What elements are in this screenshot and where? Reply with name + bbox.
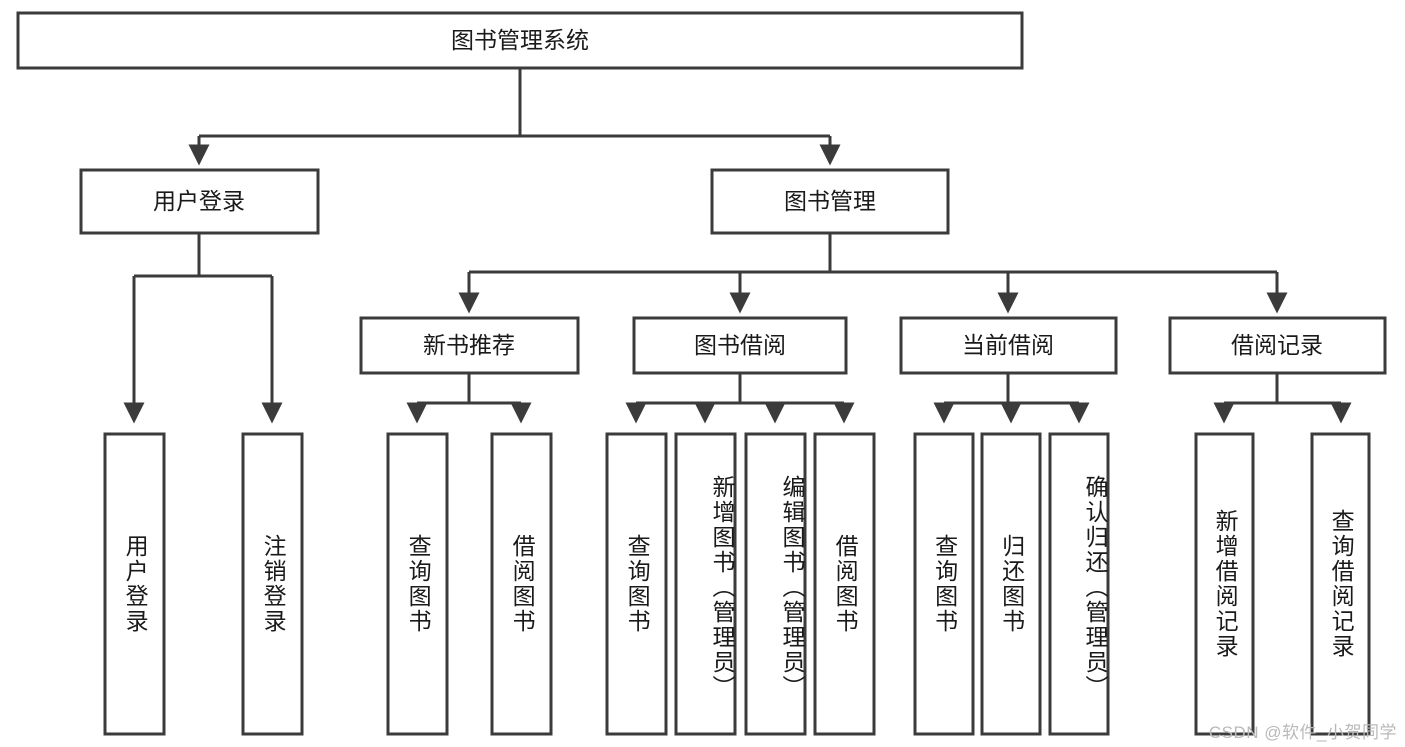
leaf-rect-record-2[interactable] <box>1310 432 1371 736</box>
leaf-label-newbook-query-book: 查询图书 <box>405 534 432 634</box>
leaf-label-current-return-book: 归还图书 <box>998 534 1025 634</box>
leaf-label-record-query-record: 查询借阅记录 <box>1328 509 1355 659</box>
node-user-login-label: 用户登录 <box>153 188 245 214</box>
node-root[interactable]: 图书管理系统 <box>16 11 1024 70</box>
leaf-rect-newbook-1[interactable] <box>386 432 449 736</box>
leaf-label-borrow-borrow-book: 借阅图书 <box>832 534 859 634</box>
node-current-borrow-label: 当前借阅 <box>962 332 1054 358</box>
leaf-label-borrow-query-book: 查询图书 <box>624 534 651 634</box>
leaf-label-record-add-record: 新增借阅记录 <box>1212 509 1239 659</box>
node-new-book-recommend-label: 新书推荐 <box>423 332 515 358</box>
leaf-rect-login-2[interactable] <box>241 432 304 736</box>
leaf-rect-login-1[interactable] <box>103 432 166 736</box>
leaf-label-newbook-borrow-book: 借阅图书 <box>509 534 536 634</box>
node-user-login[interactable]: 用户登录 <box>79 168 320 235</box>
leaf-rect-current-1[interactable] <box>913 432 975 736</box>
leaf-label-login-logout: 注销登录 <box>260 534 287 634</box>
leaf-rect-current-2[interactable] <box>980 432 1042 736</box>
leaf-rect-borrow-3[interactable] <box>744 432 807 736</box>
leaf-rect-borrow-2[interactable] <box>674 432 737 736</box>
leaf-label-current-query-book: 查询图书 <box>931 534 958 634</box>
leaf-rect-newbook-2[interactable] <box>490 432 553 736</box>
node-book-management-label: 图书管理 <box>784 188 876 214</box>
node-new-book-recommend[interactable]: 新书推荐 <box>359 316 580 375</box>
node-borrow-record-label: 借阅记录 <box>1231 332 1323 358</box>
leaf-label-login-user-login: 用户登录 <box>122 534 149 634</box>
leaf-label-borrow-add-book-admin: 新增图书（管理员） <box>709 474 735 700</box>
leaf-rect-borrow-4[interactable] <box>813 432 876 736</box>
node-root-label: 图书管理系统 <box>451 27 589 53</box>
leaf-rect-current-3[interactable] <box>1048 432 1110 736</box>
leaf-label-current-confirm-return-admin: 确认归还（管理员） <box>1082 474 1108 700</box>
node-borrow-record[interactable]: 借阅记录 <box>1168 316 1387 375</box>
node-current-borrow[interactable]: 当前借阅 <box>899 316 1118 375</box>
csdn-watermark: CSDN @软件_小贺同学 <box>1208 723 1397 742</box>
node-book-borrow[interactable]: 图书借阅 <box>632 316 848 375</box>
leaf-rect-record-1[interactable] <box>1194 432 1255 736</box>
leaf-rect-borrow-1[interactable] <box>605 432 668 736</box>
node-book-borrow-label: 图书借阅 <box>694 332 786 358</box>
node-book-management[interactable]: 图书管理 <box>710 168 950 235</box>
leaf-label-borrow-edit-book-admin: 编辑图书（管理员） <box>779 474 805 700</box>
